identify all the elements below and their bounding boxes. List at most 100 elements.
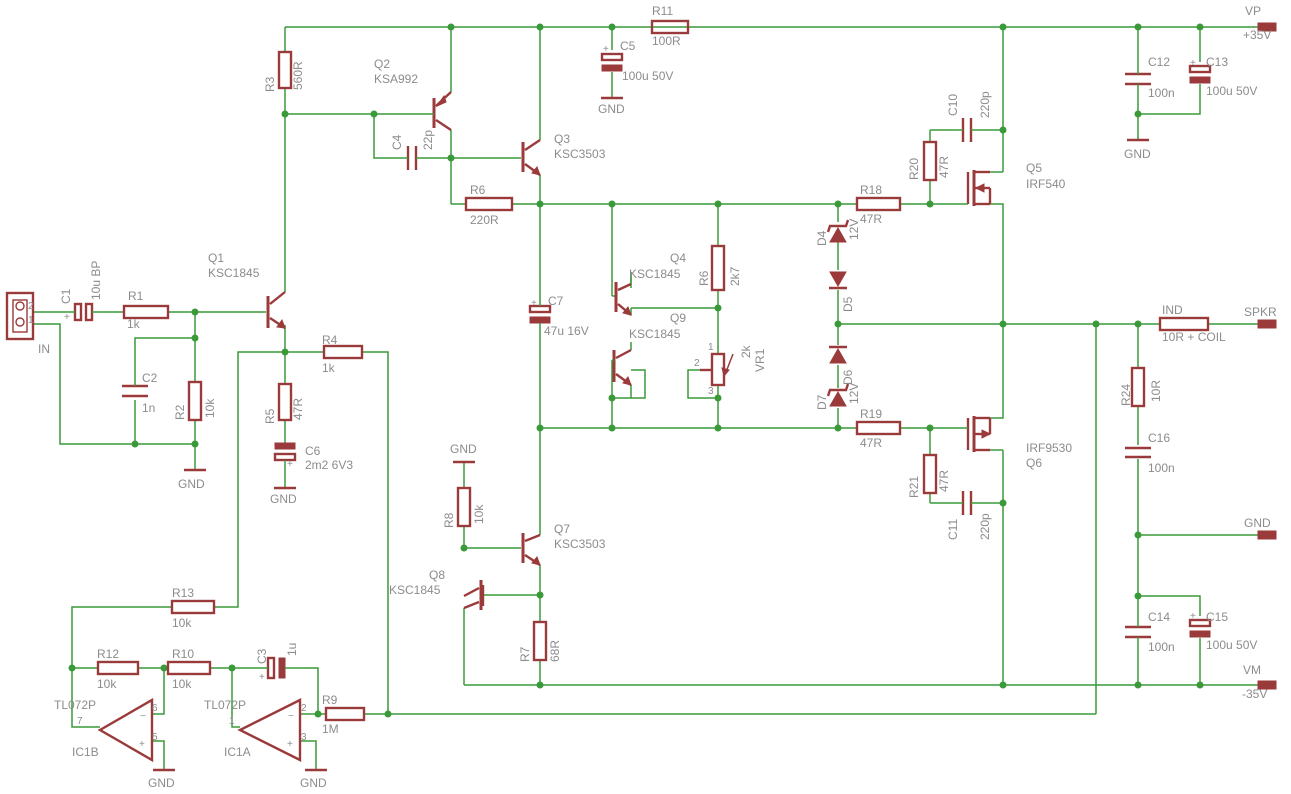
q2-symbol[interactable] [432, 88, 452, 131]
c13-val: 100u 50V [1206, 84, 1257, 98]
r24-body[interactable] [1130, 366, 1146, 408]
c15-ref: C15 [1206, 610, 1228, 624]
vp-value: +35V [1243, 28, 1271, 42]
c6-symbol[interactable] [273, 442, 297, 468]
r4-val: 1k [322, 361, 336, 375]
c13-ref: C13 [1206, 55, 1228, 69]
c1-symbol[interactable] [68, 302, 98, 322]
c16-symbol[interactable] [1125, 446, 1151, 459]
c13-symbol[interactable] [1188, 64, 1212, 84]
r3-body[interactable] [277, 50, 293, 90]
ic1a-pin2: 2 [301, 703, 307, 714]
vp-port[interactable] [1257, 22, 1277, 32]
r18-body[interactable] [855, 196, 902, 212]
c14-symbol[interactable] [1125, 622, 1151, 640]
q5-symbol[interactable] [966, 170, 992, 206]
r5-body[interactable] [277, 382, 293, 422]
c12-gnd: GND [1124, 147, 1151, 161]
q3-symbol[interactable] [521, 139, 541, 176]
c15-symbol[interactable] [1188, 618, 1212, 638]
q6-ref: Q6 [1026, 456, 1042, 470]
r3-ref: R3 [263, 76, 277, 92]
r19-body[interactable] [855, 420, 902, 436]
vm-port[interactable] [1257, 680, 1277, 690]
r2-ref: R2 [173, 404, 187, 420]
c3-symbol[interactable] [262, 656, 300, 680]
ic1a-plus: + [287, 739, 293, 750]
r6b-body[interactable] [710, 244, 726, 292]
labels: R3 560R Q2 KSA992 R11 100R C5 100u 50V +… [28, 4, 1277, 790]
c2-symbol[interactable] [122, 384, 148, 398]
q1-symbol[interactable] [266, 280, 286, 329]
r20-body[interactable] [922, 140, 938, 182]
q9-ref: Q9 [670, 311, 686, 325]
q1-ref: Q1 [208, 251, 224, 265]
r13-body[interactable] [170, 599, 216, 615]
ic1b-val: TL072P [54, 698, 96, 712]
r4-body[interactable] [322, 344, 364, 360]
d7-symbol[interactable] [826, 383, 850, 407]
r2-val: 10k [203, 398, 217, 418]
input-connector[interactable] [5, 291, 35, 341]
q8-val: KSC1845 [389, 583, 441, 597]
gnd-port[interactable] [1257, 530, 1277, 540]
r9-body[interactable] [324, 706, 366, 722]
r8-body[interactable] [456, 486, 472, 528]
r19-val: 47R [860, 436, 882, 450]
q9-symbol[interactable] [612, 348, 632, 386]
c2-ref: C2 [142, 371, 158, 385]
c16-ref: C16 [1148, 431, 1170, 445]
c12-ref: C12 [1148, 55, 1170, 69]
r11-body[interactable] [650, 19, 690, 35]
d6-symbol[interactable] [829, 345, 847, 364]
c12-symbol[interactable] [1125, 70, 1151, 88]
c10-symbol[interactable] [955, 118, 979, 142]
r12-body[interactable] [96, 660, 140, 676]
r20-val: 47R [937, 156, 951, 178]
r2-gnd: GND [178, 477, 205, 491]
r1-val: 1k [127, 317, 141, 331]
ic1a-minus: − [288, 711, 294, 722]
c7-symbol[interactable] [528, 300, 552, 328]
q2-ref: Q2 [374, 57, 390, 71]
vr1-pin2: 2 [694, 358, 700, 369]
q4-symbol[interactable] [614, 272, 632, 316]
r21-ref: R21 [907, 476, 921, 498]
c15-plus: + [1190, 611, 1196, 622]
r6b-ref: R6 [697, 270, 711, 286]
c5-symbol[interactable] [600, 52, 624, 72]
c10-val: 220p [978, 91, 992, 118]
d5-symbol[interactable] [829, 271, 847, 290]
r18-val: 47R [860, 212, 882, 226]
r10-body[interactable] [166, 660, 212, 676]
q5-ref: Q5 [1026, 161, 1042, 175]
d4-symbol[interactable] [826, 219, 850, 243]
ind-val: 10R + COIL [1162, 330, 1226, 344]
r19-ref: R19 [860, 407, 882, 421]
c6-ref: C6 [305, 444, 321, 458]
vr1-ref: VR1 [753, 348, 767, 372]
c4-symbol[interactable] [396, 146, 424, 170]
c3-plus: + [259, 672, 265, 683]
r10-ref: R10 [172, 647, 194, 661]
in-pin1: 1 [28, 315, 34, 326]
ic1a-pin3: 3 [301, 732, 307, 743]
spkr-port[interactable] [1257, 319, 1277, 329]
r1-body[interactable] [122, 304, 170, 320]
ic1b-symbol[interactable] [97, 697, 154, 763]
c2-val: 1n [142, 401, 155, 415]
r21-body[interactable] [922, 453, 938, 495]
q6-symbol[interactable] [966, 416, 992, 452]
q7-symbol[interactable] [521, 533, 541, 566]
q8-symbol[interactable] [463, 580, 485, 610]
q6-val: IRF9530 [1026, 441, 1072, 455]
r6a-body[interactable] [464, 196, 514, 212]
c6-plus: + [287, 459, 293, 470]
vm-label: VM [1243, 663, 1261, 677]
ic1a-symbol[interactable] [237, 698, 302, 762]
c11-symbol[interactable] [955, 491, 979, 515]
r2-body[interactable] [187, 380, 203, 422]
ic1a-ref: IC1A [224, 745, 251, 759]
r7-body[interactable] [532, 620, 548, 662]
ind-body[interactable] [1158, 316, 1210, 332]
